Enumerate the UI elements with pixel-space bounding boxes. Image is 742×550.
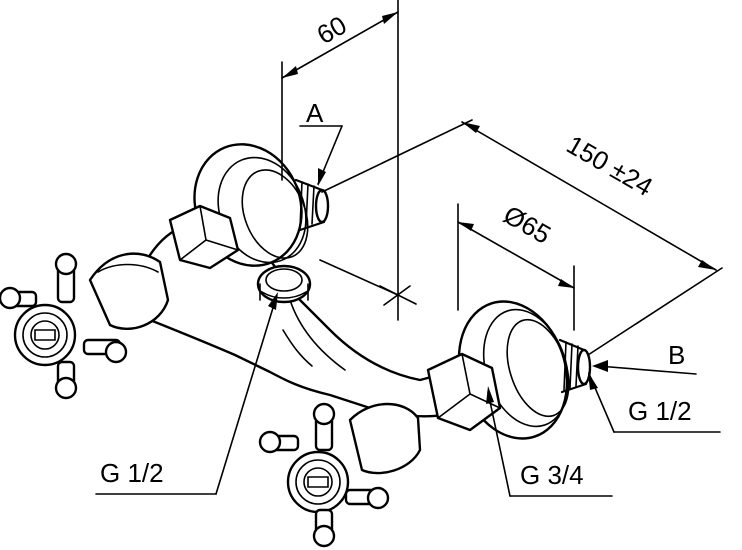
ref-a-label: A xyxy=(306,98,324,128)
upper-hex-nut xyxy=(168,204,240,270)
lower-hex-nut xyxy=(426,352,502,432)
dim-150-label: 150 ±24 xyxy=(562,129,658,202)
center-outlet xyxy=(256,264,312,304)
dim-60-label: 60 xyxy=(312,10,352,50)
callout-thread-b: G 1/2 xyxy=(588,372,721,433)
upper-cross-handle[interactable] xyxy=(0,252,170,400)
thread-b-label: G 1/2 xyxy=(628,396,692,426)
thread-inlet-label: G 3/4 xyxy=(520,460,584,490)
lower-cross-handle[interactable] xyxy=(258,402,422,548)
ref-b-label: B xyxy=(668,340,685,370)
callout-thread-inlet: G 3/4 xyxy=(486,386,613,497)
callout-a: A xyxy=(299,98,343,186)
center-mark xyxy=(319,259,417,306)
callout-b: B xyxy=(592,340,697,375)
thread-center-label: G 1/2 xyxy=(100,458,164,488)
callout-thread-center: G 1/2 xyxy=(95,292,278,495)
dim-65-label: Ø65 xyxy=(498,199,556,250)
